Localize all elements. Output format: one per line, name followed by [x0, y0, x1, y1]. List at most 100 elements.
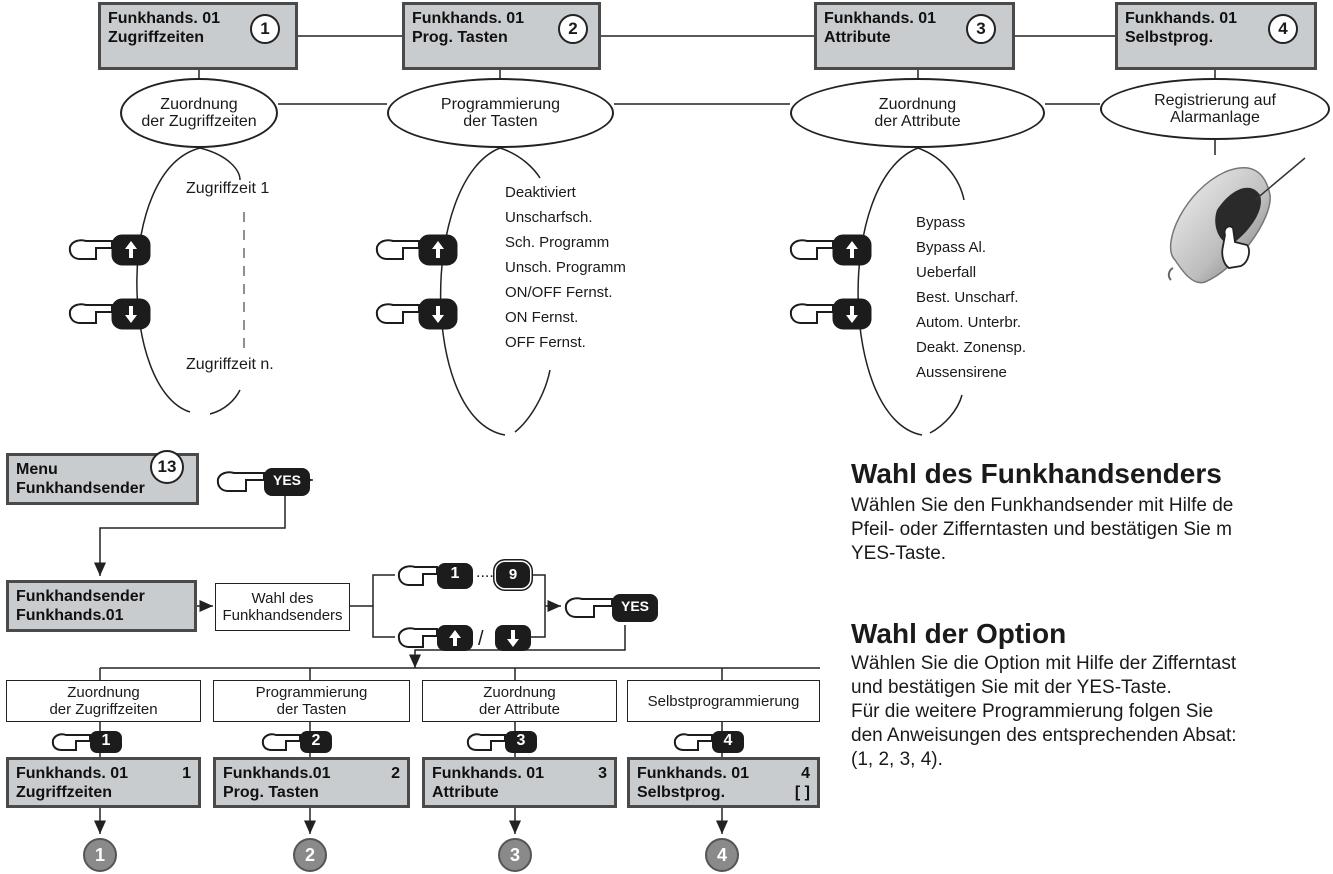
option-key-label: 2	[311, 732, 321, 749]
step-number-badge: 2	[558, 14, 588, 44]
screen-line-2: Selbstprog.	[1125, 29, 1214, 46]
hand-press-up-key-icon	[397, 625, 473, 651]
screen-line-2: Selbstprog.	[637, 784, 726, 801]
screen-number: 1	[182, 765, 191, 782]
tasten-options-list: Deaktiviert Unscharfsch. Sch. Programm U…	[505, 180, 626, 355]
screen-line-2: Funkhandsender	[16, 480, 145, 497]
screen-line-2: Prog. Tasten	[412, 29, 508, 46]
list-item: Bypass	[916, 214, 966, 231]
hand-press-number-key-icon	[397, 563, 473, 589]
oval-registrierung: Registrierung auf Alarmanlage	[1100, 78, 1330, 140]
screen-prog-tasten: Funkhands. 01 Prog. Tasten	[402, 2, 601, 70]
paragraph-line: Pfeil- oder Zifferntasten und bestätigen…	[851, 519, 1232, 540]
step-number-badge: 4	[1268, 14, 1298, 44]
screen-line-1: Funkhands. 01	[432, 765, 545, 782]
screen-line-1: Funkhands. 01	[16, 765, 129, 782]
hand-press-down-key-icon	[375, 298, 458, 330]
hand-press-key-3-icon	[466, 731, 537, 753]
paragraph-line: den Anweisungen des entsprechenden Absat…	[851, 725, 1237, 746]
yes-key-label: YES	[272, 472, 301, 488]
step-badge-2: 2	[293, 838, 327, 872]
list-item: OFF Fernst.	[505, 334, 586, 351]
list-item: Deakt. Zonensp.	[916, 339, 1027, 356]
wahl-funkhandsenders-box: Wahl des Funkhandsenders	[215, 583, 350, 631]
list-item: Sch. Programm	[505, 234, 610, 251]
keyfob-remote-icon	[1167, 157, 1306, 284]
hand-press-down-key-icon	[68, 298, 151, 330]
hand-press-up-key-icon	[68, 234, 151, 266]
screen-number: 3	[598, 765, 607, 782]
oval-zuordnung-zugriffzeiten: Zuordnung der Zugriffzeiten	[120, 78, 278, 148]
screen-line-1: Funkhands. 01	[824, 10, 937, 27]
heading-wahl-funkhandsenders: Wahl des Funkhandsenders	[851, 458, 1222, 489]
paragraph-wahl-funkhandsenders: Wählen Sie den Funkhandsender mit Hilfe …	[851, 494, 1233, 566]
screen-line-2: Prog. Tasten	[223, 784, 319, 801]
screen-bottom-zugriffzeiten: Funkhands. 01 1 Zugriffzeiten	[6, 757, 201, 808]
hand-press-up-key-icon	[375, 234, 458, 266]
oval-line-1: Zuordnung	[878, 96, 957, 113]
box-line-2: der Zugriffzeiten	[49, 701, 158, 718]
slash-separator: /	[478, 628, 484, 650]
box-line-1: Wahl des	[251, 590, 314, 607]
oval-line-1: Zuordnung	[160, 96, 238, 113]
box-line-1: Zuordnung	[483, 684, 556, 701]
paragraph-line: (1, 2, 3, 4).	[851, 749, 943, 770]
option-zuordnung-attribute: Zuordnung der Attribute	[422, 680, 617, 722]
hand-press-yes-key-icon	[564, 594, 658, 622]
box-line-1: Zuordnung	[67, 684, 140, 701]
screen-number: 2	[391, 765, 400, 782]
oval-line-2: Alarmanlage	[1170, 109, 1260, 126]
hand-press-key-4-icon	[673, 731, 744, 753]
screen-line-1: Funkhands. 01	[412, 10, 525, 27]
down-key-icon	[495, 625, 531, 651]
yes-key-label: YES	[620, 598, 649, 614]
option-selbstprogrammierung: Selbstprogrammierung	[627, 680, 820, 722]
list-item: Unsch. Programm	[505, 259, 626, 276]
list-item: Deaktiviert	[505, 184, 576, 201]
heading-wahl-option: Wahl der Option	[851, 618, 1067, 649]
hand-press-yes-key-icon	[216, 468, 310, 496]
zugriffzeit-last: Zugriffzeit n.	[186, 356, 274, 373]
paragraph-line: Wählen Sie die Option mit Hilfe der Ziff…	[851, 653, 1237, 674]
screen-line-1: Menu	[16, 461, 58, 478]
key-ellipsis: ....	[476, 564, 494, 581]
screen-line-2: Attribute	[824, 29, 891, 46]
zugriffzeit-first: Zugriffzeit 1	[186, 180, 270, 197]
oval-line-2: der Attribute	[874, 113, 961, 130]
screen-line-1: Funkhandsender	[16, 588, 145, 605]
paragraph-wahl-option: Wählen Sie die Option mit Hilfe der Ziff…	[851, 652, 1237, 772]
step-badge-4: 4	[705, 838, 739, 872]
box-line-1: Programmierung	[255, 684, 368, 701]
box-line-2: Funkhandsenders	[222, 607, 343, 624]
hand-press-key-2-icon	[261, 731, 332, 753]
screen-line-1: Funkhands. 01	[637, 765, 750, 782]
screen-line-1: Funkhands. 01	[108, 10, 221, 27]
screen-number: 4	[801, 765, 810, 782]
paragraph-line: und bestätigen Sie mit der YES-Taste.	[851, 677, 1172, 698]
list-item: ON/OFF Fernst.	[505, 284, 613, 301]
screen-line-2: Zugriffzeiten	[108, 29, 204, 46]
hand-press-up-key-icon	[789, 234, 872, 266]
oval-line-2: der Zugriffzeiten	[141, 113, 257, 130]
step-badge-3: 3	[498, 838, 532, 872]
list-item: Aussensirene	[916, 364, 1007, 381]
list-item: Best. Unscharf.	[916, 289, 1019, 306]
paragraph-line: Für die weitere Programmierung folgen Si…	[851, 701, 1214, 722]
box-line-2: der Tasten	[276, 701, 347, 718]
hand-press-key-1-icon	[51, 731, 122, 753]
oval-line-1: Programmierung	[440, 96, 561, 113]
list-item: Unscharfsch.	[505, 209, 593, 226]
list-item: Autom. Unterbr.	[916, 314, 1022, 331]
screen-line-2: Zugriffzeiten	[16, 784, 112, 801]
oval-zuordnung-attribute: Zuordnung der Attribute	[790, 78, 1045, 148]
step-number-badge: 3	[966, 14, 996, 44]
option-key-label: 4	[723, 732, 733, 749]
screen-funkhandsender-select: Funkhandsender Funkhands.01	[6, 580, 197, 632]
paragraph-line: Wählen Sie den Funkhandsender mit Hilfe …	[851, 495, 1234, 516]
key-1-label: 1	[450, 565, 460, 582]
option-key-label: 1	[101, 732, 111, 749]
oval-programmierung-tasten: Programmierung der Tasten	[387, 78, 614, 148]
